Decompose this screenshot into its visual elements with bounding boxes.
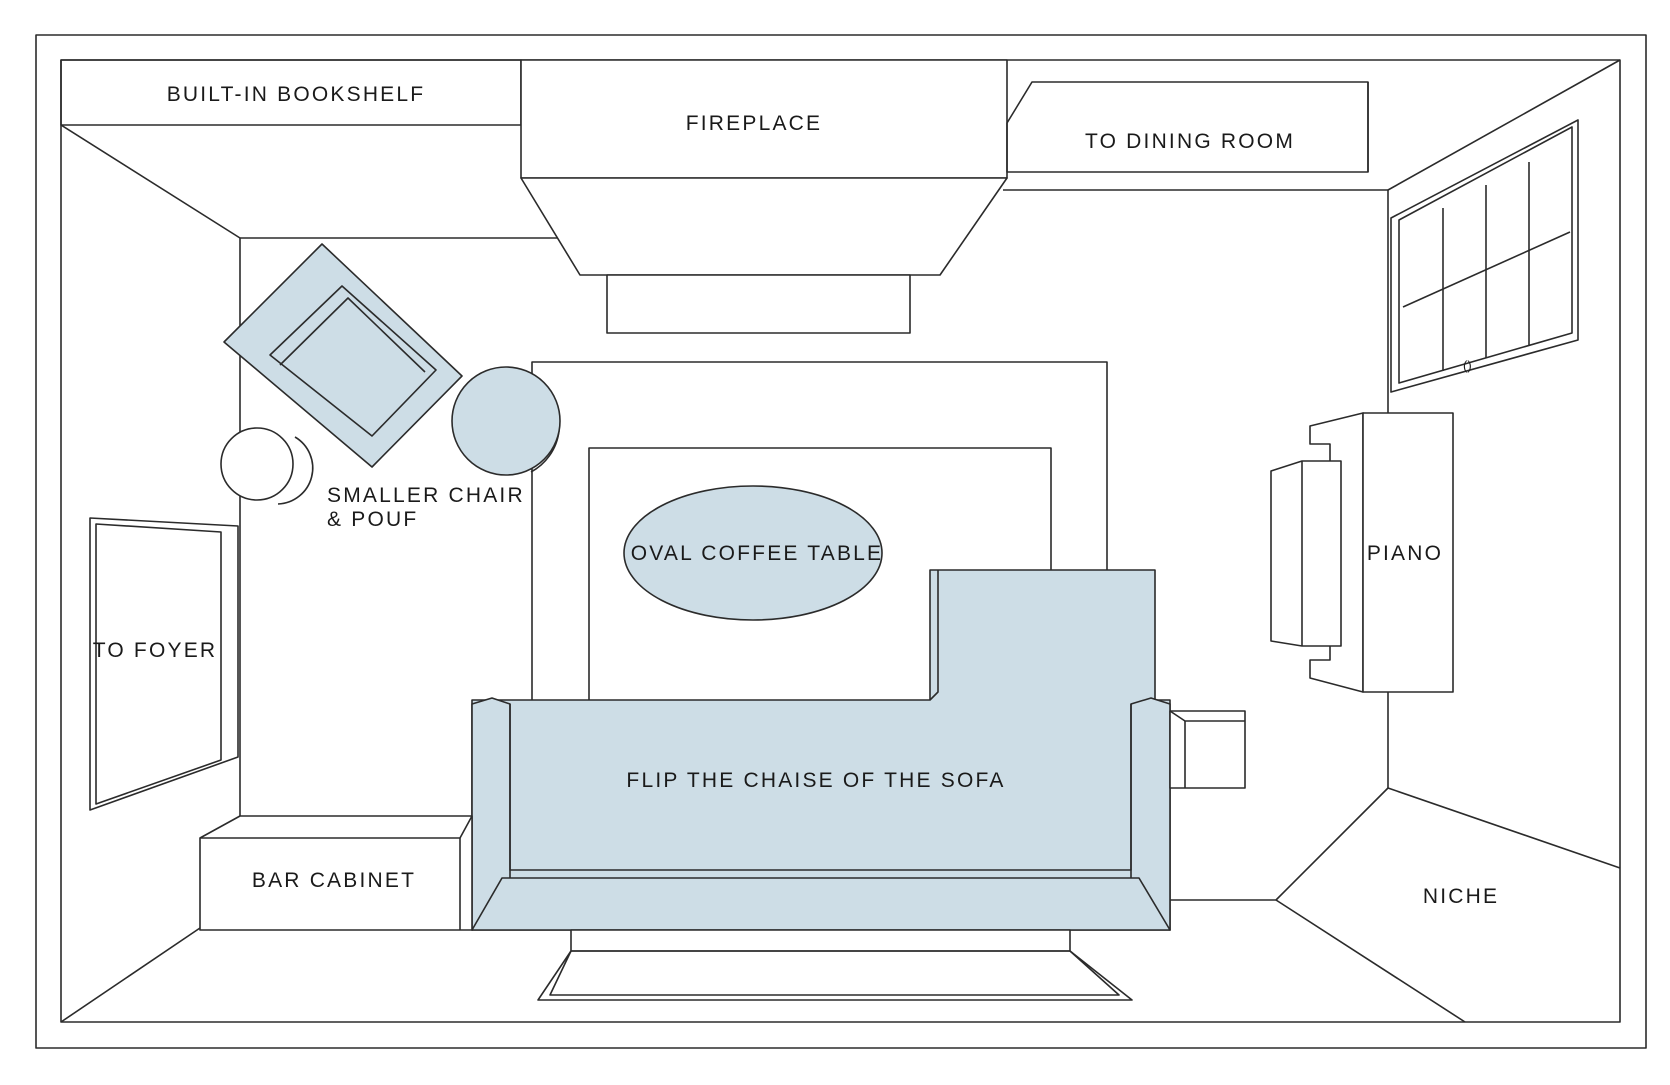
window-latch: ()	[1463, 358, 1472, 373]
pouf	[220, 427, 314, 505]
chair-label-line2: & POUF	[327, 508, 418, 531]
piano	[1270, 412, 1454, 693]
fireplace	[520, 59, 1008, 334]
sofa-end-table	[1169, 710, 1246, 789]
dining-room-label: TO DINING ROOM	[1085, 130, 1295, 153]
round-side-table	[451, 366, 561, 476]
foyer-doorway	[89, 517, 239, 811]
piano-label: PIANO	[1367, 542, 1443, 565]
niche-label: NICHE	[1423, 885, 1499, 908]
console-bench	[537, 929, 1133, 1001]
dining-room-doorway	[1006, 81, 1369, 173]
niche	[1170, 787, 1466, 1023]
bookshelf-label: BUILT-IN BOOKSHELF	[167, 83, 426, 106]
coffee-table-label: OVAL COFFEE TABLE	[631, 542, 884, 565]
bar-cabinet	[199, 815, 473, 931]
fireplace-label: FIREPLACE	[686, 112, 823, 135]
sofa	[471, 569, 1171, 931]
outer-frame	[35, 34, 1647, 1049]
chair-label-line1: SMALLER CHAIR	[327, 484, 525, 507]
foyer-label: TO FOYER	[93, 639, 218, 662]
sofa-label: FLIP THE CHAISE OF THE SOFA	[626, 769, 1005, 792]
window: ()	[1390, 119, 1579, 393]
coffee-table-shape	[623, 485, 883, 621]
oval-coffee-table	[623, 485, 883, 621]
smaller-chair	[223, 243, 463, 468]
bar-cabinet-label: BAR CABINET	[252, 869, 416, 892]
